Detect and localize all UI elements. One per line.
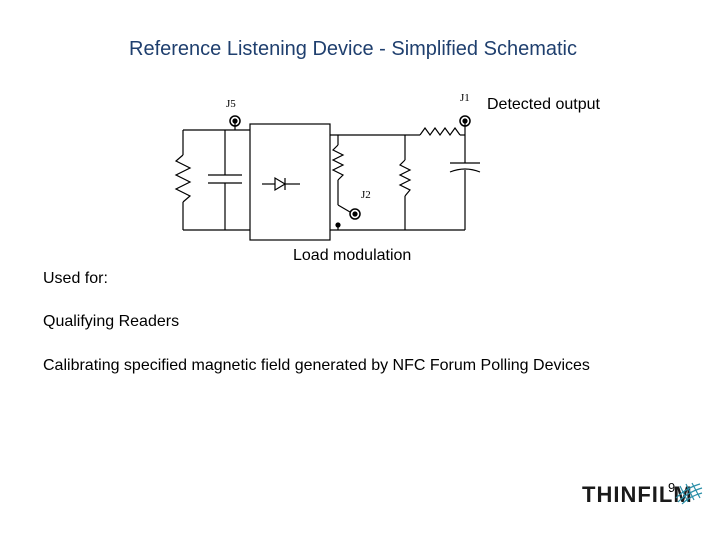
capacitor-left — [208, 130, 242, 230]
pin-j1 — [459, 115, 471, 135]
resistor-load — [331, 135, 351, 230]
logo-text: THINFILM — [582, 482, 693, 507]
thinfilm-logo: THINFILM — [582, 482, 703, 508]
detected-output-label: Detected output — [487, 96, 600, 113]
pin-j5-label: J5 — [226, 98, 236, 110]
rectifier-box — [249, 123, 331, 241]
pin-j1-label: J1 — [460, 92, 470, 104]
slide-title: Reference Listening Device - Simplified … — [129, 38, 577, 60]
pin-j2-label: J2 — [361, 189, 371, 201]
resistor-right — [398, 135, 412, 230]
page-number: 9 — [668, 480, 676, 495]
capacitor-right — [449, 135, 481, 230]
used-for-heading: Used for: — [43, 270, 108, 287]
load-modulation-label: Load modulation — [293, 247, 412, 264]
use-item-qualifying: Qualifying Readers — [43, 313, 180, 330]
resistor-series — [410, 126, 465, 137]
use-item-calibrating: Calibrating specified magnetic field gen… — [43, 357, 590, 374]
pin-j2 — [349, 208, 361, 220]
mesh-icon — [675, 482, 703, 505]
diode-symbol — [262, 176, 300, 192]
inductor-left — [174, 130, 192, 230]
pin-j5 — [229, 115, 241, 130]
